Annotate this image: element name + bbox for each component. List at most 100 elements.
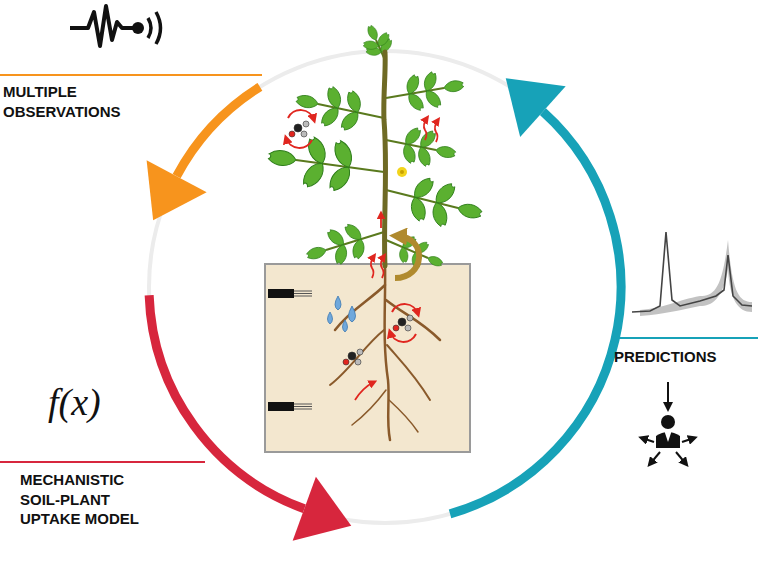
signal-icon-part	[70, 6, 134, 46]
degradation-arrows-part	[286, 138, 312, 148]
plant-leaves-part	[366, 24, 380, 41]
molecule	[289, 121, 413, 365]
degradation-arrows-part	[390, 332, 416, 342]
step-label: MECHANISTIC SOIL-PLANT UPTAKE MODEL	[20, 470, 160, 529]
step-label: PREDICTIONS	[614, 347, 754, 367]
molecule-part	[407, 315, 413, 321]
soil-sensor-part	[294, 291, 312, 292]
plant-leaves-part	[430, 201, 449, 228]
plant-leaves-part	[351, 238, 366, 260]
soil-container	[265, 264, 470, 452]
signal-icon-part	[148, 18, 151, 38]
plant-leaves-part	[326, 163, 355, 194]
signal-icon	[70, 6, 161, 46]
plant-roots-part	[385, 264, 390, 440]
soil-sensor-part	[268, 289, 294, 298]
observation-arrow-head	[147, 160, 207, 220]
guide-lines-part	[0, 461, 205, 463]
plant-leaves-part	[295, 94, 319, 110]
plant-leaves-part	[399, 247, 409, 263]
guide-lines	[0, 75, 758, 462]
plant-leaves-part	[334, 243, 349, 265]
signal-icon-part	[156, 12, 161, 44]
molecule-part	[303, 121, 309, 127]
molecule-part	[357, 349, 363, 355]
plant-leaves-part	[306, 245, 328, 261]
plant-leaves-part	[416, 145, 432, 167]
plant-leaves-part	[305, 135, 329, 166]
molecule-part	[393, 325, 399, 331]
molecule-part	[355, 359, 361, 365]
plant-leaves-part	[426, 254, 443, 268]
plant-leaves-part	[422, 71, 439, 93]
plant-roots-part	[352, 390, 386, 425]
model-arrow-head	[293, 477, 352, 541]
function-symbol: f(x)	[48, 378, 148, 427]
degradation-arrows-part	[288, 110, 314, 120]
molecule-part	[294, 124, 302, 132]
molecule-part	[348, 352, 356, 360]
decision-maker-icon-part	[664, 430, 672, 442]
plant-leaves-part	[332, 139, 356, 170]
transport-arrows-part	[355, 382, 374, 400]
molecule-part	[289, 131, 295, 137]
degradation-arrows	[286, 110, 418, 342]
decision-maker-icon-part	[676, 452, 686, 464]
plant-leaves-part	[319, 104, 343, 128]
plant-flower-part	[400, 170, 404, 174]
plant-roots-part	[389, 400, 418, 432]
soil-sensor-part	[294, 296, 312, 297]
plant-leaves-part	[404, 74, 421, 96]
plant-leaves-part	[268, 149, 297, 167]
decision-maker-icon-part	[661, 415, 675, 429]
soil-sensor-part	[294, 404, 312, 405]
decision-maker-icon-part	[642, 438, 654, 442]
plant-leaves-part	[363, 40, 379, 50]
plant-leaves-part	[300, 159, 329, 190]
transport-arrows-part	[371, 256, 374, 278]
molecule-part	[398, 318, 406, 326]
water-drops-part	[343, 320, 348, 332]
decision-maker-icon	[642, 382, 694, 464]
plant-leaves-part	[338, 108, 362, 132]
plant-leaves-part	[401, 142, 417, 164]
decision-maker-icon-part	[667, 382, 669, 408]
cycle-background	[149, 51, 621, 523]
plant-leaves-part	[325, 85, 343, 110]
soil-sensor-part	[294, 406, 312, 407]
transport-arrows-part	[381, 256, 384, 278]
soil-container-part	[265, 264, 470, 452]
prediction-arrow-head	[506, 78, 566, 137]
plant-leaves-part	[405, 91, 426, 113]
recirculation-arrow-part	[395, 236, 419, 278]
transport-arrows	[355, 118, 438, 400]
observation-arrow	[177, 87, 260, 176]
degradation-arrows-part	[392, 304, 418, 314]
plant-leaves-part	[345, 90, 363, 115]
soil-sensor-part	[268, 402, 294, 411]
prediction-arrow	[450, 112, 621, 514]
transport-arrows-part	[435, 120, 438, 142]
plant-leaves	[268, 24, 483, 268]
prediction-chart-part	[640, 240, 752, 316]
water-drops-part	[328, 312, 333, 324]
soil-sensor	[268, 289, 312, 411]
plant-flower	[397, 167, 407, 177]
decision-maker-icon-part	[650, 452, 660, 464]
plant-roots-part	[330, 330, 384, 385]
guide-lines-part	[611, 337, 758, 339]
plant-stem	[384, 52, 386, 266]
soil-sensor-part	[294, 293, 312, 294]
plant-roots-part	[386, 300, 440, 340]
recirculation-arrow	[395, 236, 419, 278]
plant-leaves-part	[325, 227, 347, 248]
step-label: MULTIPLE OBSERVATIONS	[3, 82, 153, 121]
plant-leaves-part	[456, 202, 483, 221]
water-drops-part	[335, 296, 341, 310]
plant-roots-part	[335, 285, 385, 330]
soil-sensor-part	[294, 409, 312, 410]
guide-lines-part	[0, 74, 262, 76]
plant-stem-part	[384, 52, 386, 266]
molecule-part	[343, 359, 349, 365]
